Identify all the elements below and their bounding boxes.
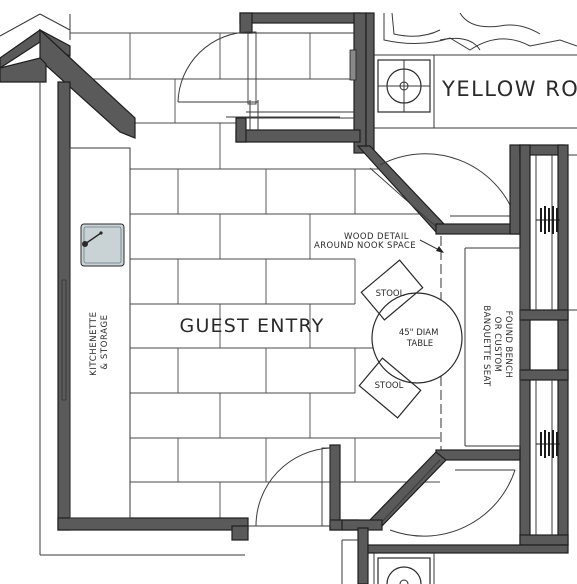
- svg-text:WOOD DETAIL AROUND NOOK: WOOD DETAIL AROUND NOOK SPACE: [314, 232, 416, 251]
- bench-line-1: FOUND BENCH: [503, 311, 513, 379]
- kitchenette-label: KITCHENETTE & STORAGE: [89, 308, 110, 376]
- nook-upper-door: [356, 144, 521, 235]
- sink: [80, 223, 125, 267]
- floor-tile-grid: [70, 32, 440, 527]
- stool-top-label: STOOL: [376, 289, 405, 299]
- table-line-1: 45" DIAM: [399, 328, 439, 338]
- wood-detail-line-2: AROUND NOOK SPACE: [314, 241, 416, 251]
- stool-bottom-label: STOOL: [375, 381, 404, 391]
- wood-detail-note: WOOD DETAIL AROUND NOOK SPACE: [314, 232, 444, 253]
- bench-line-2: OR CUSTOM: [492, 317, 502, 373]
- svg-text:45" DIAM TABLE: 45" DIAM TABLE: [399, 328, 441, 349]
- wood-detail-line-1: WOOD DETAIL: [344, 232, 409, 242]
- table-line-2: TABLE: [406, 339, 433, 349]
- kitchenette-amp-text: & STORAGE: [100, 314, 110, 369]
- yellow-room-label: YELLOW RO: [441, 77, 577, 101]
- bottom-fixture: [367, 544, 569, 584]
- stool-bottom: STOOL: [358, 357, 422, 419]
- round-table: 45" DIAM TABLE: [371, 292, 463, 384]
- yellow-room-area: [365, 12, 577, 154]
- stool-top: STOOL: [360, 259, 424, 321]
- kitchenette-text: KITCHENETTE: [89, 311, 99, 375]
- bench-line-3: BANQUETTE SEAT: [481, 305, 491, 387]
- svg-text:KITCHENETTE & STORAGE: KITCHENETTE & STORAGE: [89, 308, 110, 376]
- right-closets: [519, 144, 577, 546]
- nook-lower-door: [341, 449, 521, 584]
- top-closet: [226, 12, 367, 154]
- kitchenette-counter: [61, 147, 131, 519]
- top-door-swing: [177, 31, 258, 105]
- guest-entry-label: GUEST ENTRY: [180, 315, 325, 337]
- left-wall: [0, 13, 249, 556]
- banquette-label: FOUND BENCH OR CUSTOM BANQUETTE SEAT: [481, 305, 513, 387]
